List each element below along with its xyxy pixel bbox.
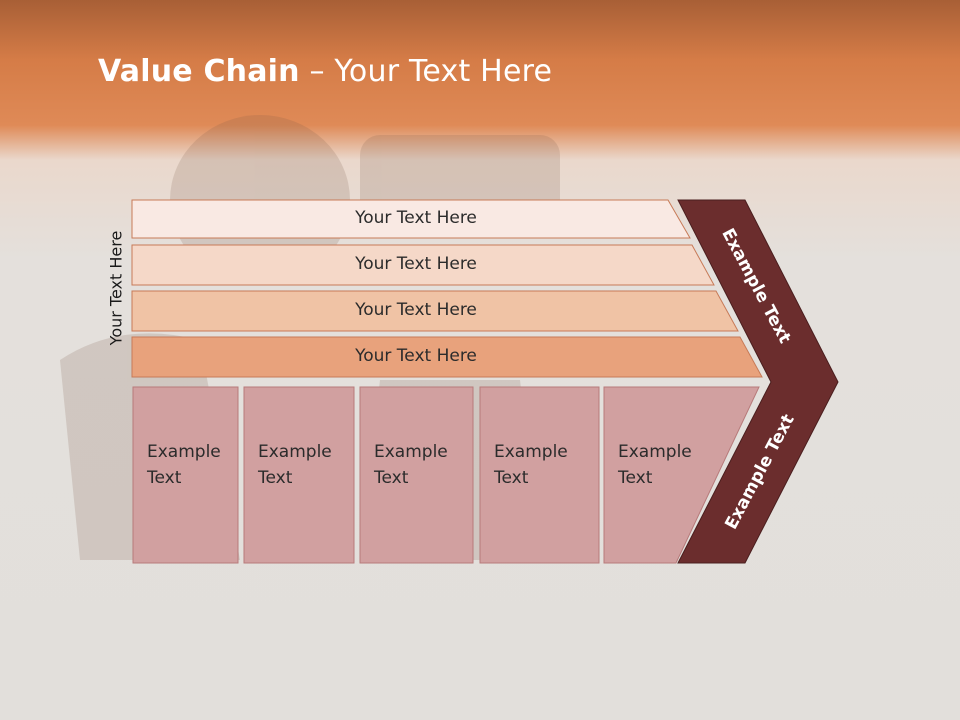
box-label-line1: Example <box>147 442 221 462</box>
row-label-2: Your Text Here <box>355 254 477 274</box>
row-label-3: Your Text Here <box>355 300 477 320</box>
row-label-4: Your Text Here <box>355 346 477 366</box>
row-label-1: Your Text Here <box>355 208 477 228</box>
box-label-line1: Example <box>258 442 332 462</box>
box-2 <box>243 386 355 564</box>
row-band-3 <box>131 290 739 332</box>
box-label-line1: Example <box>374 442 448 462</box>
box-label-line2: Text <box>147 468 182 488</box>
reflection-fade <box>0 562 960 720</box>
row-band-4 <box>131 336 763 378</box>
title-rest: – Your Text Here <box>299 54 553 89</box>
box-label-line1: Example <box>494 442 568 462</box>
box-label-line2: Text <box>494 468 529 488</box>
box-3 <box>359 386 474 564</box>
box-label-line2: Text <box>618 468 653 488</box>
box-label-line2: Text <box>258 468 293 488</box>
row-band-2 <box>131 244 715 286</box>
box-label-line1: Example <box>618 442 692 462</box>
box-label-line2: Text <box>374 468 409 488</box>
slide-title: Value Chain – Your Text Here <box>98 54 552 89</box>
box-4 <box>479 386 600 564</box>
box-1 <box>132 386 239 564</box>
title-bold: Value Chain <box>98 54 300 89</box>
row-band-1 <box>131 199 691 239</box>
